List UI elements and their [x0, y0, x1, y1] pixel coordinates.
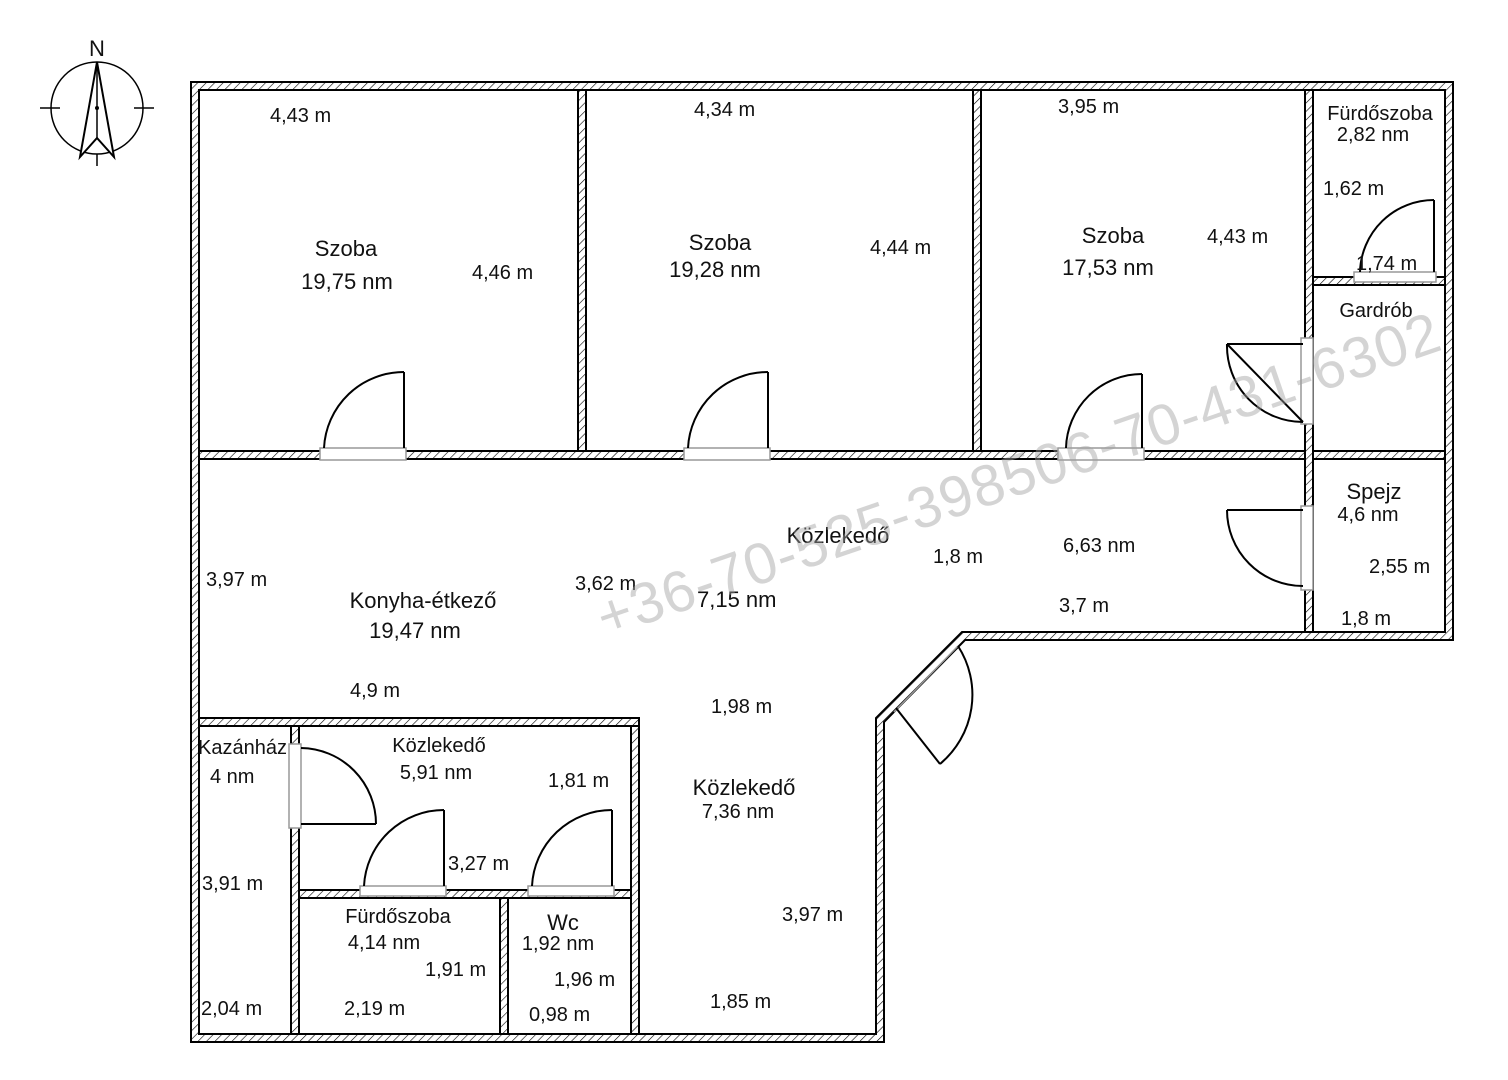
room-area: 6,63 nm	[1063, 535, 1135, 557]
dim-a: 3,97 m	[206, 569, 267, 591]
room-name: Közlekedő	[392, 735, 485, 757]
room-konyha-etkezo: 3,97 m Konyha-étkező 19,47 nm 4,9 m	[206, 569, 496, 702]
room-kozlekedo-bottom: Közlekedő 7,36 nm 3,97 m 1,85 m	[693, 775, 844, 1013]
room-area: 19,28 nm	[669, 257, 761, 282]
watermark-phone: +36-70-525-398506-70-431-6302	[588, 300, 1449, 651]
dim-b: 3,27 m	[448, 853, 509, 875]
room-area: 17,53 nm	[1062, 255, 1154, 280]
room-area: 19,47 nm	[369, 618, 461, 643]
room-kozlekedo-top: Közlekedő 1,8 m 6,63 nm 3,7 m	[787, 523, 1136, 617]
room-area: 4,6 nm	[1337, 504, 1398, 526]
room-name: Konyha-étkező	[350, 588, 497, 613]
room-name: Spejz	[1346, 479, 1401, 504]
room-name: Közlekedő	[693, 775, 796, 800]
room-szoba-1: 4,43 m Szoba 19,75 nm 4,46 m	[270, 105, 533, 294]
room-kozlekedo-small: Közlekedő 5,91 nm 1,81 m 3,27 m	[392, 735, 609, 875]
room-furdoszoba-top: Fürdőszoba 2,82 nm 1,62 m 1,74 m	[1323, 103, 1434, 275]
dim-a: 3,91 m	[202, 873, 263, 895]
dim-a: 1,81 m	[548, 770, 609, 792]
dim-a: 3,97 m	[782, 904, 843, 926]
dim-b: 0,98 m	[529, 1004, 590, 1026]
dim-height: 4,46 m	[472, 262, 533, 284]
room-name: Szoba	[1082, 223, 1145, 248]
compass-icon: N	[40, 36, 154, 166]
compass-north-label: N	[89, 36, 105, 61]
dim-a: 1,96 m	[554, 969, 615, 991]
room-name: Fürdőszoba	[1327, 103, 1433, 125]
dim-b: 2,04 m	[201, 998, 262, 1020]
room-gardrob: Gardrób	[1339, 300, 1412, 322]
dim-b: 2,19 m	[344, 998, 405, 1020]
room-szoba-3: 3,95 m Szoba 17,53 nm 4,43 m	[1058, 96, 1268, 280]
room-furdoszoba-bottom: Fürdőszoba 4,14 nm 1,91 m 2,19 m	[344, 906, 486, 1020]
room-name: Wc	[547, 910, 579, 935]
dim-b: 1,74 m	[1356, 253, 1417, 275]
dim-b: 3,7 m	[1059, 595, 1109, 617]
room-area: 7,15 nm	[697, 587, 777, 612]
dim-b: 1,98 m	[711, 696, 772, 718]
dim-b: 4,9 m	[350, 680, 400, 702]
doors	[288, 199, 1437, 897]
dim-b: 1,8 m	[1341, 608, 1391, 630]
room-name: Szoba	[689, 230, 752, 255]
room-name: Közlekedő	[787, 523, 890, 548]
dim-a: 1,62 m	[1323, 178, 1384, 200]
dim-a: 3,62 m	[575, 573, 636, 595]
room-spejz: Spejz 4,6 nm 2,55 m 1,8 m	[1337, 479, 1430, 630]
dim-height: 4,43 m	[1207, 226, 1268, 248]
room-area: 1,92 nm	[522, 933, 594, 955]
dim-height: 4,44 m	[870, 237, 931, 259]
room-area: 5,91 nm	[400, 762, 472, 784]
room-area: 7,36 nm	[702, 801, 774, 823]
room-area: 4,14 nm	[348, 932, 420, 954]
room-kozlekedo-mid: 3,62 m 7,15 nm 1,98 m	[575, 573, 777, 718]
room-wc: Wc 1,92 nm 1,96 m 0,98 m	[522, 910, 615, 1026]
room-name: Fürdőszoba	[345, 906, 451, 928]
dim-a: 1,91 m	[425, 959, 486, 981]
room-name: Kazánház	[198, 737, 287, 759]
dim-a: 2,55 m	[1369, 556, 1430, 578]
room-kazanhaz: Kazánház 4 nm 3,91 m 2,04 m	[198, 737, 287, 1020]
room-szoba-2: 4,34 m Szoba 19,28 nm 4,44 m	[669, 99, 931, 282]
room-name: Szoba	[315, 236, 378, 261]
dim-width: 3,95 m	[1058, 96, 1119, 118]
room-name: Gardrób	[1339, 300, 1412, 322]
dim-a: 1,8 m	[933, 546, 983, 568]
dim-width: 4,43 m	[270, 105, 331, 127]
dim-b: 1,85 m	[710, 991, 771, 1013]
room-area: 2,82 nm	[1337, 124, 1409, 146]
dim-width: 4,34 m	[694, 99, 755, 121]
room-area: 19,75 nm	[301, 269, 393, 294]
room-area: 4 nm	[210, 766, 254, 788]
